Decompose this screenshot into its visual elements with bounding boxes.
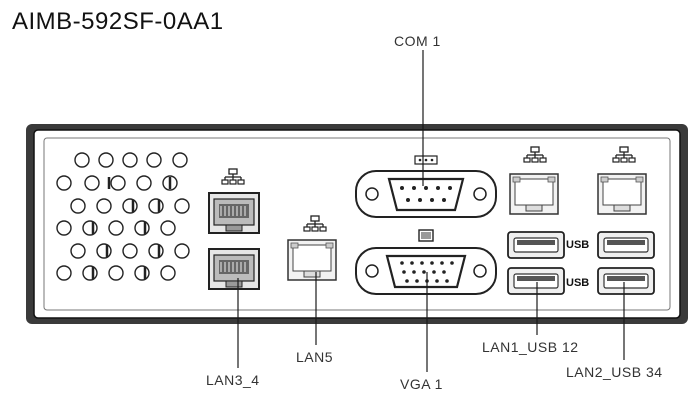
lan1-usb12-label: LAN1_USB 12 <box>482 339 579 355</box>
usb3-port <box>597 231 655 259</box>
usb-label-b: USB <box>566 277 589 289</box>
serial-port-icon <box>414 155 438 165</box>
usb1-port <box>507 231 565 259</box>
lan2-port <box>597 173 647 215</box>
lan3-4-port-bottom <box>208 248 260 290</box>
page-title: AIMB-592SF-0AA1 <box>12 8 224 35</box>
lan3-4-port-top <box>208 192 260 234</box>
vga1-label: VGA 1 <box>400 376 443 392</box>
com1-label: COM 1 <box>394 33 441 49</box>
lan3-4-label: LAN3_4 <box>206 372 260 388</box>
vga1-port <box>355 247 497 295</box>
lan5-label: LAN5 <box>296 349 333 365</box>
lan5-port <box>287 239 337 281</box>
usb2-port <box>507 267 565 295</box>
usb-label-a: USB <box>566 239 589 251</box>
monitor-icon <box>418 229 434 242</box>
leader-lines <box>237 50 625 372</box>
vent-holes <box>56 152 190 281</box>
usb4-port <box>597 267 655 295</box>
lan2-usb34-label: LAN2_USB 34 <box>566 364 663 380</box>
io-shield-inner-border <box>43 137 671 311</box>
com1-port <box>355 170 497 218</box>
lan1-port <box>509 173 559 215</box>
